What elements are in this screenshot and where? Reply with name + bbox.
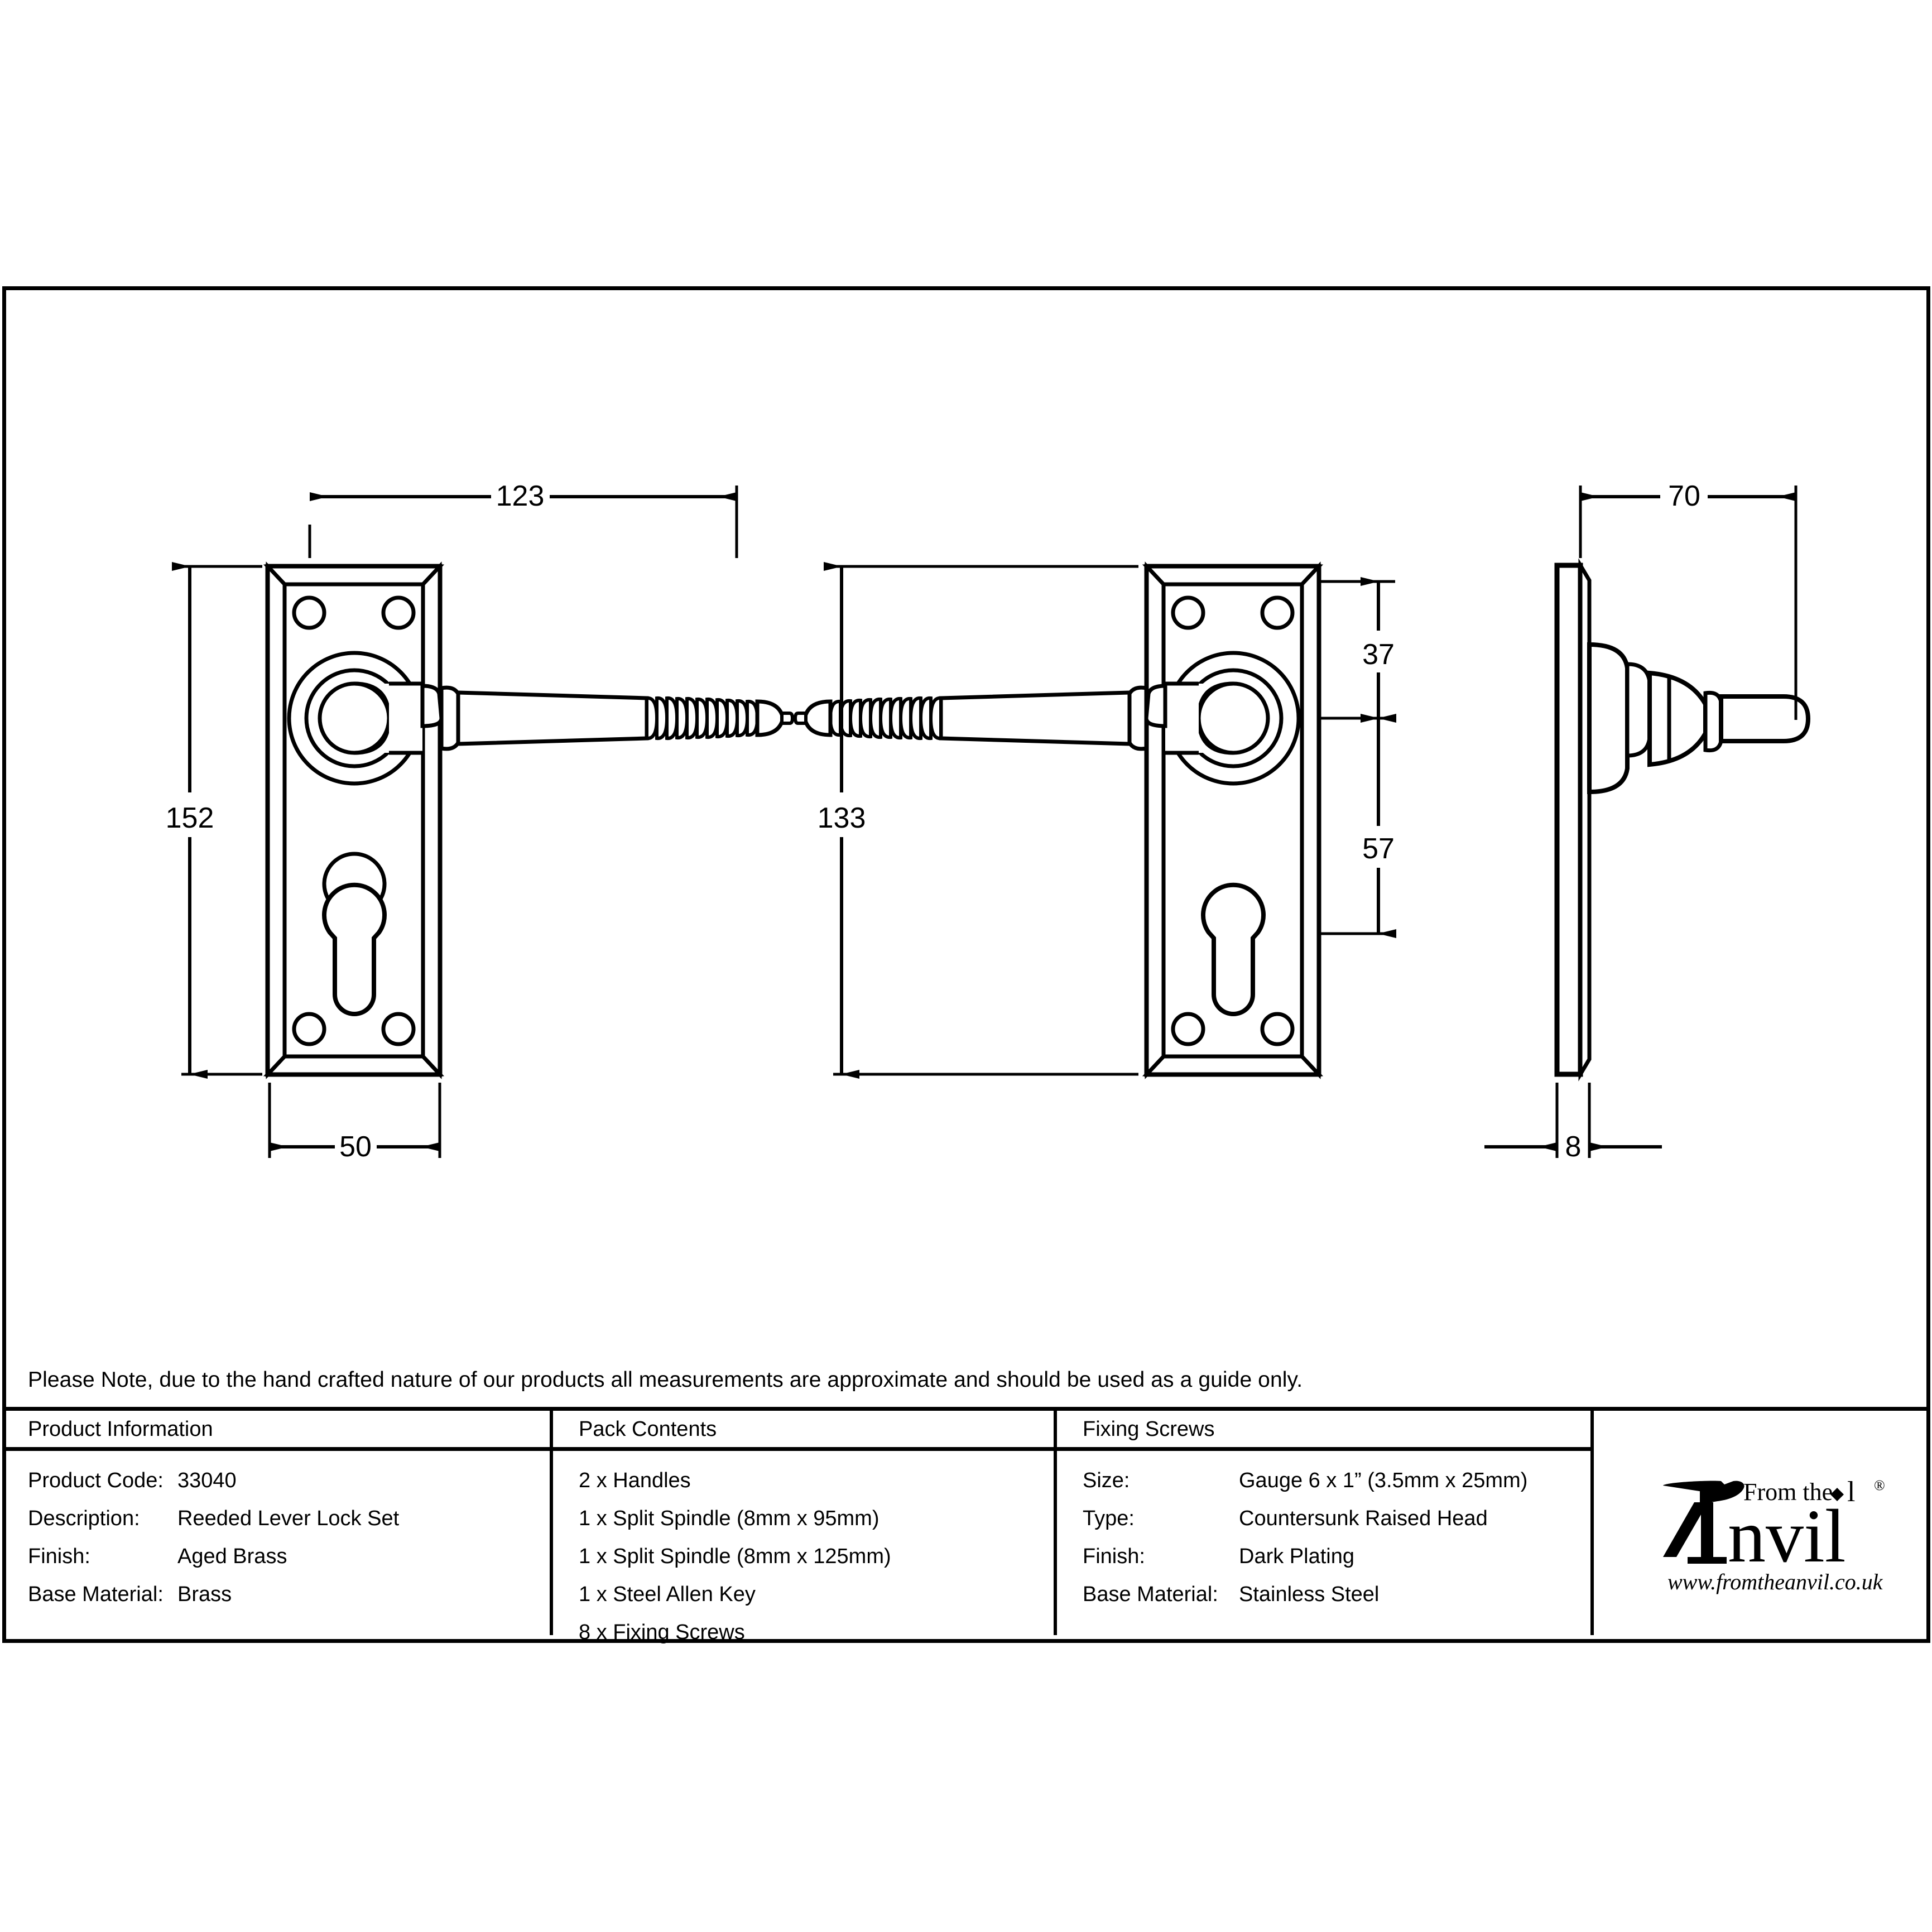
value-screw-base-material: Stainless Steel — [1239, 1583, 1380, 1606]
pack-item-5: 8 x Fixing Screws — [579, 1621, 745, 1644]
label-screw-finish: Finish: — [1083, 1545, 1145, 1568]
dimension-57: 57 — [1317, 714, 1396, 938]
fixing-screws-list: Size: Gauge 6 x 1” (3.5mm x 25mm) Type: … — [1057, 1470, 1590, 1605]
row-screw-type: Type: Countersunk Raised Head — [1057, 1508, 1590, 1529]
dimension-70: 70 — [1579, 480, 1798, 720]
front-view-right-hand: 133 37 57 — [795, 561, 1396, 1079]
side-view: 70 8 — [1484, 480, 1811, 1163]
header-label-fixing-screws: Fixing Screws — [1083, 1417, 1215, 1441]
row-screw-base-material: Base Material: Stainless Steel — [1057, 1584, 1590, 1605]
svg-text:50: 50 — [339, 1131, 372, 1163]
table-header-row: Product Information Pack Contents Fixing… — [2, 1411, 1930, 1451]
product-info-table: Please Note, due to the hand crafted nat… — [2, 1353, 1930, 1643]
pack-item-3: 1 x Split Spindle (8mm x 125mm) — [579, 1545, 891, 1568]
label-product-code: Product Code: — [28, 1469, 164, 1492]
row-description: Description: Reeded Lever Lock Set — [2, 1508, 550, 1529]
row-finish: Finish: Aged Brass — [2, 1546, 550, 1567]
from-the-anvil-logo-svg: From the l ® nvil www.fromtheanvil.co.uk — [1662, 1476, 1885, 1594]
registered-trademark-icon: ® — [1874, 1477, 1885, 1493]
row-screw-size: Size: Gauge 6 x 1” (3.5mm x 25mm) — [1057, 1470, 1590, 1491]
label-base-material: Base Material: — [28, 1583, 164, 1606]
label-screw-base-material: Base Material: — [1083, 1583, 1218, 1606]
cell-product-information: Product Code: 33040 Description: Reeded … — [2, 1451, 550, 1635]
drawing-frame-border — [2, 286, 1930, 1643]
svg-text:37: 37 — [1362, 638, 1395, 671]
header-cell-fixing-screws: Fixing Screws — [1054, 1411, 1590, 1451]
anvil-icon — [1662, 1481, 1744, 1564]
dimension-152: 152 — [166, 562, 262, 1079]
header-cell-pack-contents: Pack Contents — [550, 1411, 1054, 1451]
value-screw-type: Countersunk Raised Head — [1239, 1507, 1488, 1530]
logo-letter-l: l — [1847, 1476, 1855, 1508]
value-screw-finish: Dark Plating — [1239, 1545, 1354, 1568]
label-screw-type: Type: — [1083, 1507, 1135, 1530]
cell-pack-contents: 2 x Handles 1 x Split Spindle (8mm x 95m… — [550, 1451, 1054, 1643]
table-body-row: Product Code: 33040 Description: Reeded … — [2, 1451, 1930, 1643]
dimension-133: 133 — [818, 562, 1138, 1079]
cell-brand-logo: From the l ® nvil www.fromtheanvil.co.uk — [1590, 1451, 1930, 1635]
front-view-left-hand: 123 152 50 — [166, 480, 792, 1163]
dimension-123: 123 — [308, 480, 738, 558]
note-text: Please Note, due to the hand crafted nat… — [28, 1368, 1303, 1392]
dimension-37: 37 — [1317, 577, 1396, 723]
cell-fixing-screws: Size: Gauge 6 x 1” (3.5mm x 25mm) Type: … — [1054, 1451, 1590, 1635]
svg-text:8: 8 — [1565, 1131, 1582, 1163]
pack-item-2: 1 x Split Spindle (8mm x 95mm) — [579, 1507, 880, 1530]
logo-wordmark: nvil — [1728, 1494, 1846, 1578]
header-cell-logo-spacer — [1590, 1411, 1930, 1451]
value-product-code: 33040 — [177, 1469, 237, 1492]
header-cell-product-information: Product Information — [2, 1411, 550, 1451]
label-finish: Finish: — [28, 1545, 90, 1568]
header-label-pack-contents: Pack Contents — [579, 1417, 717, 1441]
row-screw-finish: Finish: Dark Plating — [1057, 1546, 1590, 1567]
note-row: Please Note, due to the hand crafted nat… — [2, 1353, 1930, 1411]
svg-text:57: 57 — [1362, 833, 1395, 865]
diamond-icon — [1830, 1488, 1844, 1501]
logo-tagline: From the — [1743, 1478, 1833, 1506]
logo-url: www.fromtheanvil.co.uk — [1667, 1569, 1883, 1594]
header-label-product-information: Product Information — [28, 1417, 213, 1441]
pack-item-4: 1 x Steel Allen Key — [579, 1583, 756, 1606]
row-product-code: Product Code: 33040 — [2, 1470, 550, 1491]
dimension-50: 50 — [268, 1083, 441, 1163]
value-base-material: Brass — [177, 1583, 232, 1606]
label-description: Description: — [28, 1507, 140, 1530]
brand-logo: From the l ® nvil www.fromtheanvil.co.uk — [1628, 1473, 1896, 1613]
pack-item-1: 2 x Handles — [579, 1469, 691, 1492]
svg-text:123: 123 — [496, 480, 545, 512]
row-base-material: Base Material: Brass — [2, 1584, 550, 1605]
svg-text:152: 152 — [166, 802, 214, 834]
value-finish: Aged Brass — [177, 1545, 287, 1568]
value-screw-size: Gauge 6 x 1” (3.5mm x 25mm) — [1239, 1469, 1528, 1492]
product-information-list: Product Code: 33040 Description: Reeded … — [2, 1470, 550, 1605]
dimension-8: 8 — [1484, 1083, 1662, 1163]
svg-text:133: 133 — [818, 802, 866, 834]
svg-text:70: 70 — [1668, 480, 1700, 512]
value-description: Reeded Lever Lock Set — [177, 1507, 400, 1530]
label-screw-size: Size: — [1083, 1469, 1130, 1492]
